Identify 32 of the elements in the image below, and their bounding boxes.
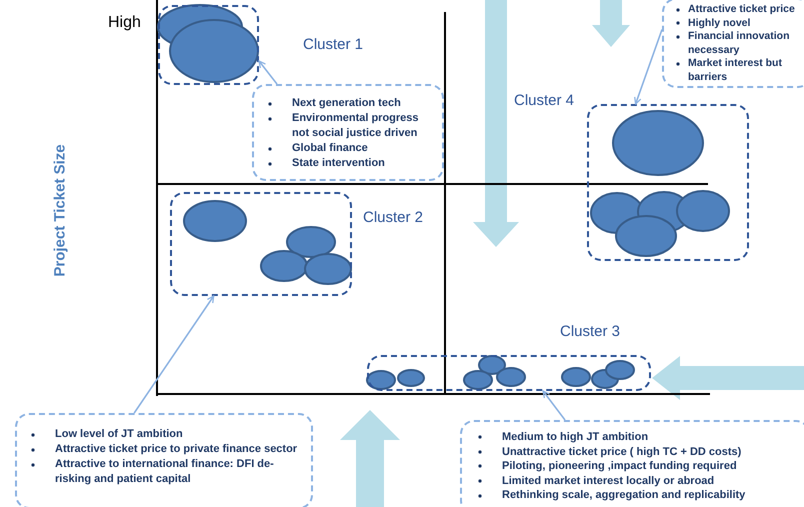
cluster-outline [170, 192, 352, 296]
callout-box [460, 420, 804, 507]
bullet-text: Attractive ticket price to private finance sector [55, 443, 298, 455]
bullet-text: Attractive to international finance: DFI de-risking and patient capital [55, 458, 274, 485]
bullet-text: Medium to high JT ambition [502, 431, 648, 443]
axis-label: Project Ticket Size [52, 144, 69, 277]
bullet-text: Attractive ticket price [688, 3, 795, 15]
cluster-label: Cluster 4 [514, 92, 574, 109]
leader-arrow [634, 29, 663, 105]
axis-tick-label: High [108, 14, 141, 32]
bullet-text: Low level of JT ambition [55, 428, 183, 440]
bullet-text: Unattractive ticket price ( high TC + DD costs) [502, 446, 742, 458]
bullet-text: Global finance [292, 142, 368, 154]
callout-box [662, 0, 804, 88]
bullet-text: Financial innovation necessary [688, 30, 790, 56]
leader-arrow [258, 60, 278, 84]
bullet-text: Highly novel [688, 16, 750, 28]
bullet-text: Environmental progress not social justice driven [292, 112, 419, 139]
cluster-label: Cluster 1 [303, 36, 364, 53]
bullet-text: Limited market interest locally or abroad [502, 474, 714, 487]
cluster-outline [587, 104, 749, 261]
cluster-label: Cluster 3 [560, 323, 620, 340]
cluster-label: Cluster 2 [363, 209, 424, 226]
bullet-text: Next generation tech [292, 97, 401, 109]
bullet-text: Rethinking scale, aggregation and replicability [502, 489, 746, 502]
bullet-text: Piloting, pioneering ,impact funding required [502, 460, 737, 472]
bullet-text: State intervention [292, 157, 385, 169]
leader-arrow [134, 295, 214, 414]
bullet-text: Market interest but barriers [688, 57, 782, 82]
callout-box [15, 413, 313, 507]
leader-arrow [542, 390, 566, 420]
callout-box [252, 84, 444, 181]
